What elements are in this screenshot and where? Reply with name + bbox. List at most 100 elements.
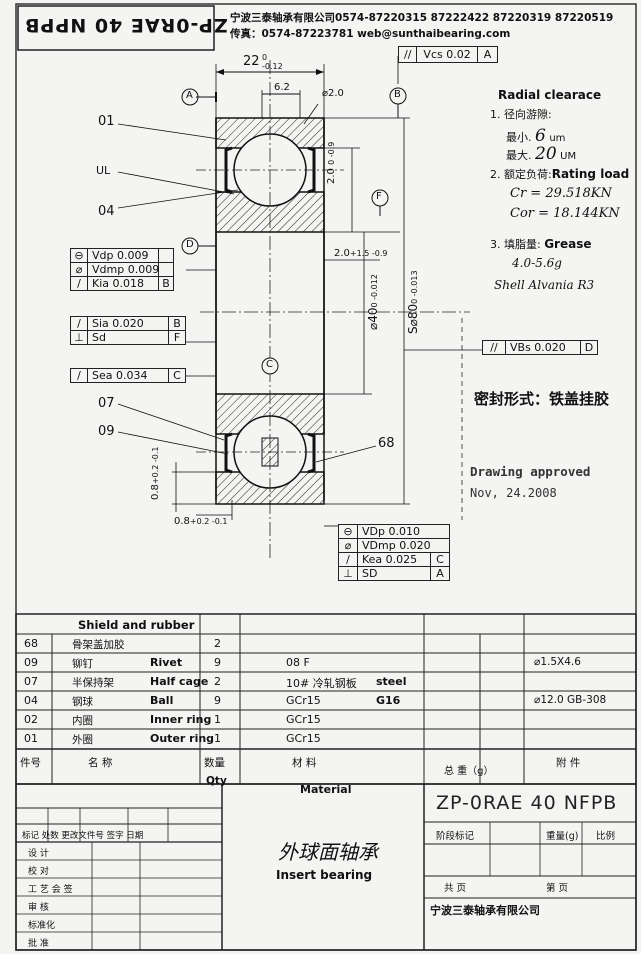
datum-b: B	[394, 89, 401, 100]
datum-c-bubble	[261, 357, 279, 375]
frame-sea: / Sea 0.034 C	[70, 368, 186, 383]
bom-cell-name-cn: 内圈	[72, 715, 93, 727]
bom-cell-name-en: Outer ring	[150, 732, 215, 745]
bom-table-grid	[15, 613, 637, 785]
title-name-en: Insert bearing	[276, 868, 373, 882]
note-min: 最小. 6 um	[506, 126, 566, 146]
note-approved: Drawing approved	[470, 464, 591, 479]
title-rev-row: 标记 处数 更改文件号 签字 日期	[22, 831, 144, 841]
bom-cell-material: GCr15	[286, 694, 321, 707]
title-block-grid	[15, 783, 637, 951]
bom-cell-no: 68	[24, 637, 38, 650]
bom-cell-qty: 2	[214, 675, 221, 688]
bom-cell-name-en: Inner ring	[150, 713, 212, 726]
bom-col-note: 附 件	[556, 757, 581, 769]
bom-cell-material: GCr15	[286, 713, 321, 726]
bom-cell-no: 04	[24, 694, 38, 707]
callout-01: 01	[98, 114, 115, 129]
title-name-cn: 外球面轴承	[278, 840, 378, 864]
dim-0-8b: 0.8+0.2 -0.1	[174, 516, 228, 527]
bom-cell-name-en: Ball	[150, 694, 174, 707]
dim-6-2: 6.2	[274, 82, 290, 93]
note-radial-title: Radial clearace	[498, 88, 602, 102]
bom-col-weight: 总 重（g）	[444, 766, 494, 777]
title-row-process: 工 艺 会 签	[28, 885, 73, 895]
bom-cell-material: 08 F	[286, 656, 310, 669]
dim-bore: ⌀400 -0.012	[366, 274, 380, 330]
callout-07: 07	[98, 396, 115, 411]
note-radial-1: 1. 径向游隙:	[490, 108, 552, 121]
title-ratio: 比例	[596, 831, 616, 842]
bom-cell-material: 10# 冷轧钢板	[286, 677, 357, 690]
datum-a: A	[186, 90, 193, 101]
bom-cell-material-en: G16	[376, 694, 401, 707]
dim-width: 22	[243, 54, 260, 69]
title-marks: 阶段标记	[436, 831, 475, 842]
frame-vcs: // Vcs 0.02 A	[398, 46, 499, 63]
bom-cell-qty: 9	[214, 656, 221, 669]
bom-cell-name-cn: 铆钉	[72, 658, 93, 670]
bom-col-material-en: Material	[300, 783, 352, 796]
callout-68: 68	[378, 436, 395, 451]
title-row-approve: 批 准	[28, 939, 49, 949]
note-grease-brand: Shell Alvania R3	[494, 278, 595, 292]
bom-cell-qty: 1	[214, 732, 221, 745]
title-row-standard: 标准化	[28, 921, 56, 931]
note-seal: 密封形式：铁盖挂胶	[474, 390, 610, 408]
datum-f: F	[376, 191, 382, 202]
note-max: 最大. 20 UM	[506, 144, 577, 164]
part-code-box	[17, 5, 215, 51]
title-row-review: 审 核	[28, 903, 49, 913]
dim-od: S⌀800 -0.013	[406, 270, 420, 334]
note-grease-amount: 4.0-5.6g	[512, 256, 562, 270]
datum-d: D	[186, 239, 194, 250]
bom-cell-no: 02	[24, 713, 38, 726]
bom-cell-no: 09	[24, 656, 38, 669]
fax-line: 传真：0574-87223781 web@sunthaibearing.com	[230, 28, 511, 40]
title-company: 宁波三泰轴承有限公司	[430, 904, 540, 917]
bom-cell-material-en: steel	[376, 675, 407, 688]
note-cr: Cr = 29.518KN	[510, 186, 612, 201]
dim-2-0b: 2.0+1.5 -0.9	[334, 248, 388, 259]
bom-cell-name-en: Half cage	[150, 675, 209, 688]
bom-cell-qty: 1	[214, 713, 221, 726]
title-sheets-total: 共 页	[444, 883, 467, 894]
bom-cell-no: 07	[24, 675, 38, 688]
bom-cell-name-cn: 半保持架	[72, 677, 114, 689]
bom-col-name: 名 称	[88, 757, 113, 769]
datum-c: C	[266, 359, 273, 370]
datum-a-bubble	[181, 88, 199, 106]
bom-cell-material: GCr15	[286, 732, 321, 745]
bom-cell-note: ⌀12.0 GB-308	[534, 694, 607, 706]
frame-group-outer: ⊖ VDp 0.010 ⌀ VDmp 0.020 / Kea 0.025 C ⊥…	[338, 524, 450, 581]
title-weight: 重量(g)	[546, 831, 579, 842]
bom-col-material: 材 料	[292, 757, 317, 769]
note-rating: 2. 额定负荷:Rating load	[490, 167, 630, 181]
bom-col-qty-en: Qty	[206, 775, 227, 787]
callout-ul: UL	[96, 164, 111, 177]
dim-0-8a: 0.8+0.2 -0.1	[150, 446, 161, 500]
bom-cell-note: ⌀1.5X4.6	[534, 656, 581, 668]
note-grease: 3. 填脂量: Grease	[490, 237, 592, 251]
bom-col-no: 件号	[20, 757, 41, 769]
bom-cell-name-cn: 外圈	[72, 734, 93, 746]
frame-group-inner: ⊖ Vdp 0.009 ⌀ Vdmp 0.009 / Kia 0.018 B	[70, 248, 174, 291]
callout-04: 04	[98, 204, 115, 219]
bom-cell-name-cn: 钢球	[72, 696, 93, 708]
note-cor: Cor = 18.144KN	[510, 206, 620, 221]
company-contact-line: 宁波三泰轴承有限公司0574-87220315 87222422 8722031…	[230, 12, 614, 24]
title-sheet-no: 第 页	[546, 883, 569, 894]
dim-2-0a: 2.0 0 -0.9	[326, 141, 337, 184]
bom-cell-qty: 9	[214, 694, 221, 707]
title-row-check: 校 对	[28, 867, 49, 877]
dim-width-tol: 0 -0.12	[262, 53, 283, 71]
title-part-code: ZP-0RAE 40 NFPB	[436, 792, 618, 814]
bom-header-note: Shield and rubber	[78, 618, 195, 632]
frame-vbs: // VBs 0.020 D	[482, 340, 598, 355]
bom-col-qty: 数量	[204, 757, 225, 769]
bom-cell-no: 01	[24, 732, 38, 745]
callout-09: 09	[98, 424, 115, 439]
bearing-section	[196, 60, 470, 560]
